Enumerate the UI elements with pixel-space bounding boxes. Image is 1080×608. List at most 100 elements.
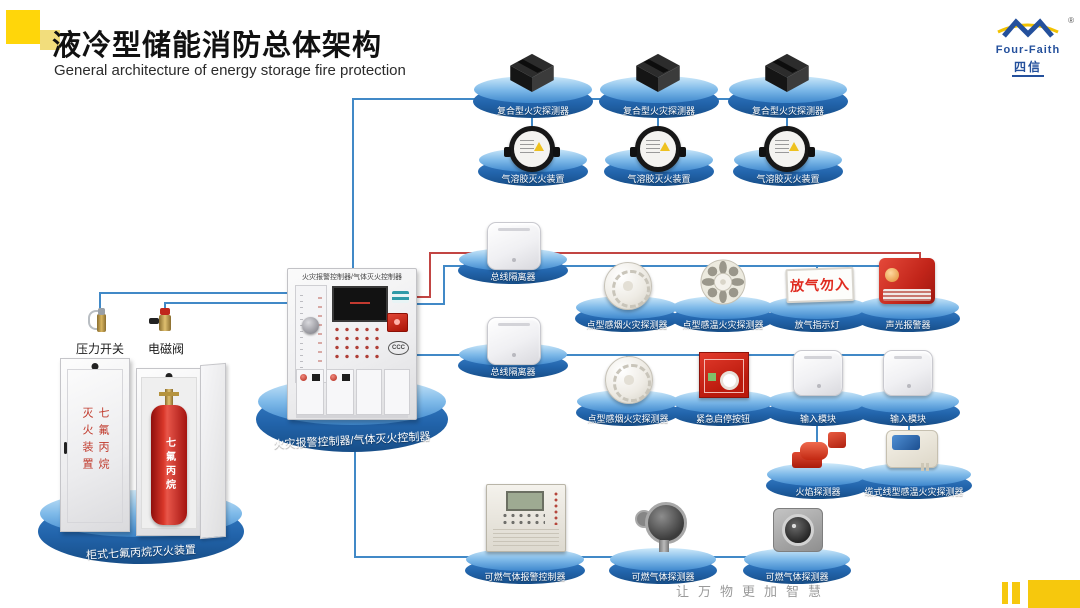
platform-flame-detector: 火焰探测器: [766, 463, 870, 499]
emergency-button-icon: [699, 352, 749, 398]
warning-triangle-icon: [660, 142, 670, 151]
footer-accent-bar: [1012, 582, 1020, 604]
connector-drop: [908, 412, 910, 446]
controller-knob: [302, 317, 319, 334]
node-label: 复合型火灾探测器: [751, 106, 824, 116]
controller-submodule: [326, 369, 354, 415]
controller-red-button: [387, 313, 408, 332]
connector-drop: [786, 100, 788, 142]
footer-accent-bar: [1028, 580, 1080, 608]
heat-detector-icon: [700, 259, 746, 305]
smoke-detector-icon: [604, 262, 652, 310]
gas-detector-icon: [635, 502, 691, 552]
controller-panel-title: 火灾报警控制器/气体灭火控制器: [302, 274, 402, 281]
four-faith-logo: ® Four-Faith 四信: [980, 16, 1076, 78]
controller-drawer: [296, 415, 408, 418]
cabinet-door-text: 七氟丙烷灭火装置: [81, 407, 109, 476]
node-label: 点型感烟火灾探测器: [586, 320, 668, 330]
platform-input-module-1: 输入模块: [766, 390, 870, 426]
connector-left: [99, 292, 287, 294]
gas-controller-keys: [501, 512, 545, 526]
accent-square-large: [6, 10, 40, 44]
logo-m-icon: [997, 18, 1059, 38]
pressure-switch-body: [97, 314, 106, 332]
node-label: 可燃气体探测器: [631, 572, 695, 582]
node-label: 气溶胶灭火装置: [756, 174, 820, 184]
cabinet-handle: [64, 441, 67, 454]
node-label: 放气指示灯: [794, 320, 840, 330]
node-label: 点型感烟火灾探测器: [587, 414, 669, 424]
gas-alarm-controller-icon: [486, 484, 566, 552]
connector-left: [164, 302, 287, 304]
node-label: 总线隔离器: [490, 367, 536, 377]
platform-top: [672, 296, 774, 320]
node-label: 可燃气体探测器: [765, 572, 829, 582]
connector-blue-bus-row1: [443, 265, 910, 267]
node-label: 复合型火灾探测器: [622, 106, 695, 116]
node-label: 点型感温火灾探测器: [682, 320, 764, 330]
platform-top: [610, 548, 716, 572]
node-label: 声光报警器: [885, 320, 931, 330]
cable-heat-detector-icon: [886, 430, 938, 471]
node-label: 气溶胶灭火装置: [501, 174, 565, 184]
controller-indicator-lights: [392, 291, 409, 303]
cabinet-vent: [165, 373, 173, 380]
platform-gas-detector-2: 可燃气体探测器: [743, 548, 851, 584]
node-label: 总线隔离器: [490, 272, 536, 282]
controller-indicator-strip: [295, 285, 327, 383]
connector-red: [429, 252, 431, 298]
logo-cn-text: 四信: [1011, 58, 1044, 77]
connector-blue: [411, 303, 445, 305]
cylinder-valve: [159, 389, 179, 405]
connector-drop: [531, 100, 533, 142]
platform-gas-alarm-controller: 可燃气体报警控制器: [465, 548, 585, 584]
solenoid-cap: [160, 308, 170, 315]
cylinder-text: 七氟丙烷: [163, 437, 175, 493]
pressure-switch-label: 压力开关: [75, 342, 124, 356]
pressure-switch-icon: [88, 306, 112, 336]
node-label: 输入模块: [799, 414, 836, 424]
warning-triangle-icon: [789, 142, 799, 151]
sound-light-alarm-icon: [879, 258, 935, 304]
alarm-grill: [883, 289, 931, 301]
controller-keypad: [332, 325, 384, 361]
connector-drop: [657, 100, 659, 142]
gas-release-sign-text: 放气勿入: [789, 275, 851, 295]
ccc-cert-mark: CCC: [388, 341, 409, 355]
connector-drop: [816, 412, 818, 446]
platform-top: [744, 548, 850, 572]
gas-controller-lcd: [505, 491, 545, 511]
footer-slogan: 让万物更加智慧: [675, 584, 830, 599]
platform-top: [857, 463, 971, 487]
platform-top: [767, 463, 869, 487]
controller-submodule: [296, 369, 324, 415]
platform-top: [857, 390, 959, 414]
gas-controller-vent: [493, 529, 559, 547]
node-label: 火焰探测器: [795, 487, 841, 497]
composite-detector-icon: [765, 53, 809, 92]
gas-controller-leds: [552, 491, 560, 525]
node-label: 气溶胶灭火装置: [627, 174, 691, 184]
cabinet-door-outline: [67, 369, 123, 523]
aerosol-unit-icon: [630, 126, 686, 172]
aerosol-label-lines: [520, 140, 534, 154]
connector-bottom-riser: [354, 446, 356, 558]
cabinet-open-icon: 七氟丙烷: [136, 368, 202, 536]
input-module-icon: [793, 350, 843, 396]
platform-input-module-2: 输入模块: [856, 390, 960, 426]
accent-square-small: [40, 30, 60, 50]
solenoid-valve-icon: [149, 308, 177, 334]
gas-detector-head: [645, 502, 687, 544]
hfc227-cylinder: 七氟丙烷: [151, 389, 187, 525]
node-label: 复合型火灾探测器: [496, 106, 569, 116]
node-label: 紧急启停按钮: [695, 414, 750, 424]
composite-detector-icon: [510, 53, 554, 92]
registered-mark: ®: [1068, 16, 1074, 25]
node-label: 输入模块: [889, 414, 926, 424]
connector-blue-bus-row2: [411, 354, 908, 356]
warning-triangle-icon: [534, 142, 544, 151]
platform-heat-detector: 点型感温火灾探测器: [671, 296, 775, 332]
smoke-detector-icon: [605, 356, 653, 404]
pressure-switch-cap: [98, 308, 105, 315]
